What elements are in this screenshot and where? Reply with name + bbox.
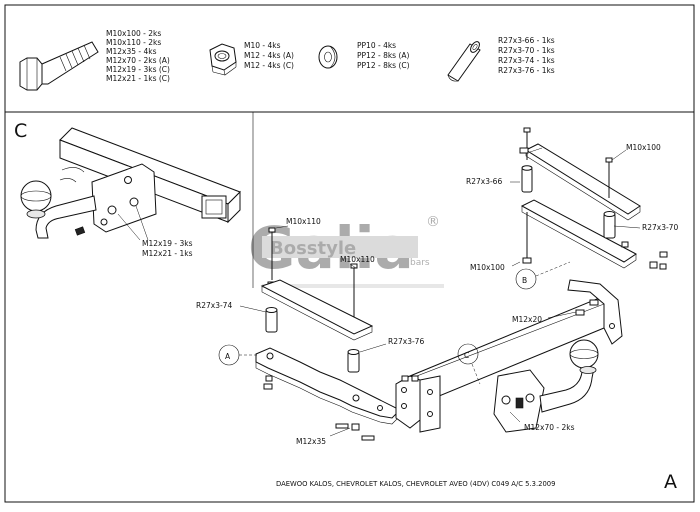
watermark-word: Bosstyle	[270, 238, 356, 259]
detail-c-drawing	[20, 127, 241, 241]
bolt-entry: M12x19 - 3ks (C)	[106, 65, 170, 74]
washer-entry: PP10 - 4ks	[357, 41, 396, 50]
spacer-r27-66	[521, 165, 533, 193]
bolt-entry: M10x110 - 2ks	[106, 38, 161, 47]
washer-icon	[318, 45, 338, 69]
loose-fasteners	[263, 241, 668, 441]
tow-ball-assembly	[493, 339, 599, 433]
bolt-entry: M12x35 - 4ks	[106, 47, 157, 56]
callout-m12x20: M12x20	[512, 315, 542, 324]
spacer-entry: R27x3-76 - 1ks	[498, 66, 555, 75]
nut-entry: M12 - 4ks (A)	[244, 51, 294, 60]
callout-r27x3-70: R27x3-70	[642, 223, 678, 232]
nut-list: M10 - 4ks M12 - 4ks (A) M12 - 4ks (C)	[244, 41, 294, 70]
spacer-r27-70	[603, 211, 616, 239]
point-a-label: A	[225, 352, 231, 361]
bolt-entry: M12x70 - 2ks (A)	[106, 56, 170, 65]
callout-m12x70: M12x70 - 2ks	[524, 423, 575, 432]
callout-r27x3-76: R27x3-76	[388, 337, 424, 346]
bolt-entry: M10x100 - 2ks	[106, 29, 161, 38]
bolt-entry: M12x21 - 1ks (C)	[106, 74, 170, 83]
spacer-list: R27x3-66 - 1ks R27x3-70 - 1ks R27x3-74 -…	[498, 36, 555, 75]
detail-letter: C	[14, 120, 27, 142]
galia-watermark: Galia Bosstyle bars ®	[248, 214, 444, 288]
left-upper-plate	[260, 279, 374, 335]
point-a-marker: A	[218, 344, 258, 366]
right-side-bracket	[567, 279, 623, 345]
callout-r27x3-66: R27x3-66	[466, 177, 502, 186]
watermark-brand: Galia	[248, 214, 414, 282]
nut-entry: M10 - 4ks	[244, 41, 281, 50]
point-c-label: C	[464, 351, 469, 360]
watermark-sub: bars	[410, 258, 430, 268]
callout-m10x100-top: M10x100	[626, 143, 661, 152]
spacer-r27-74	[265, 307, 278, 333]
spacer-entry: R27x3-70 - 1ks	[498, 46, 555, 55]
point-b-marker: B	[515, 261, 571, 290]
outer-frame	[4, 4, 695, 503]
nut-entry: M12 - 4ks (C)	[244, 61, 294, 70]
sheet-letter: A	[664, 471, 677, 493]
spacer-entry: R27x3-74 - 1ks	[498, 56, 555, 65]
point-c-marker: C	[457, 343, 481, 385]
detail-frame	[5, 111, 254, 288]
bolt-list: M10x100 - 2ks M10x110 - 2ks M12x35 - 4ks…	[106, 29, 170, 83]
washer-entry: PP12 - 8ks (C)	[357, 61, 410, 70]
footer-caption: DAEWOO KALOS, CHEVROLET KALOS, CHEVROLET…	[276, 480, 555, 488]
washer-list: PP10 - 4ks PP12 - 8ks (A) PP12 - 8ks (C)	[357, 41, 410, 70]
callout-m10x110: M10x110	[286, 217, 321, 226]
callout-m10x100: M10x100	[470, 263, 505, 272]
right-lower-plate	[520, 199, 637, 269]
callout-r27x3-74: R27x3-74	[196, 301, 232, 310]
point-b-label: B	[522, 276, 527, 285]
spacer-r27-76	[347, 349, 360, 373]
spacer-tube-icon	[447, 41, 481, 82]
leader-lines	[239, 147, 641, 437]
callout-m12x35: M12x35	[296, 437, 326, 446]
detail-label: M12x19 - 3ks	[142, 239, 193, 248]
bolt-icon	[19, 41, 99, 91]
spacer-entry: R27x3-66 - 1ks	[498, 36, 555, 45]
left-lower-bracket	[255, 347, 401, 425]
callout-m10x110-second: M10x110	[340, 255, 375, 264]
right-upper-plate	[524, 143, 641, 221]
washer-entry: PP12 - 8ks (A)	[357, 51, 410, 60]
watermark-registered: ®	[426, 214, 440, 230]
detail-label: M12x21 - 1ks	[142, 249, 193, 258]
nut-icon	[209, 43, 237, 76]
